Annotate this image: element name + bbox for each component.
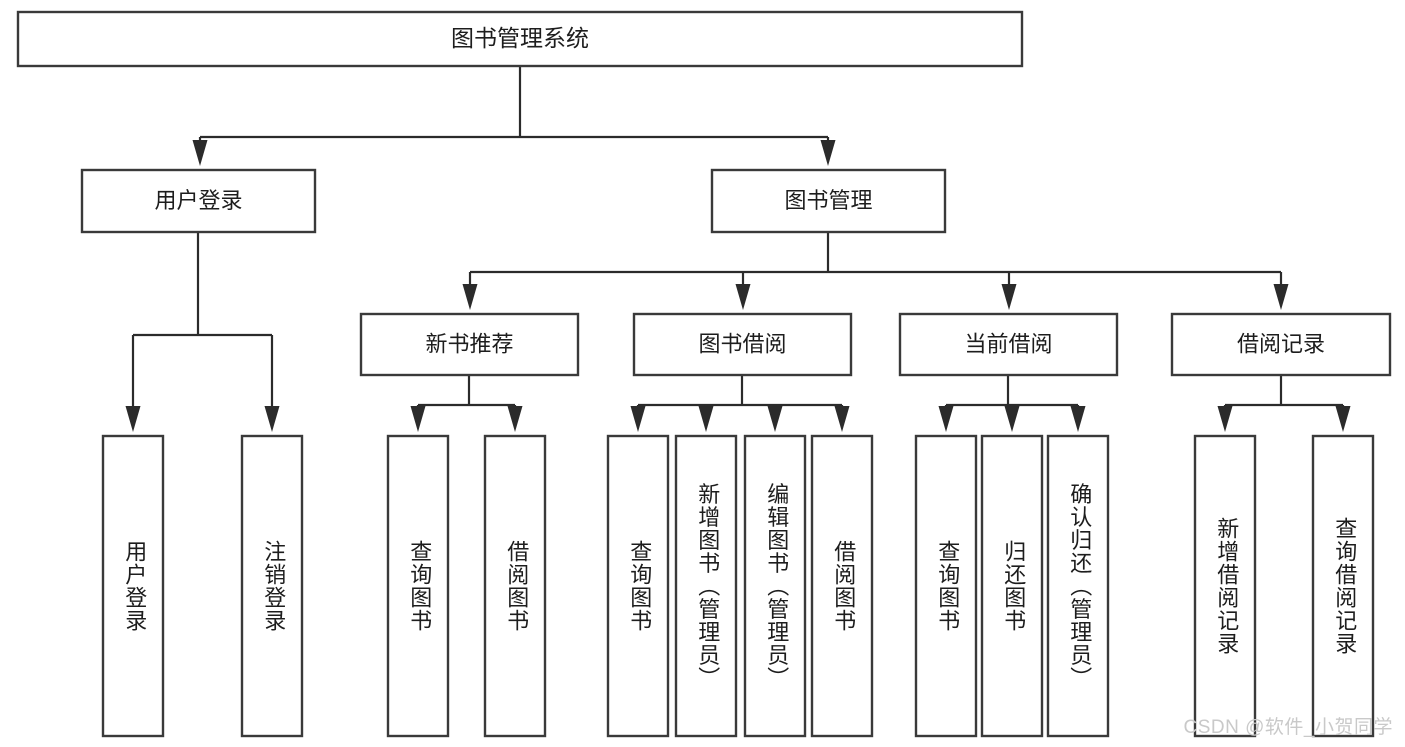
arrow-head-icon — [410, 406, 426, 432]
node-current-borrow-label: 当前借阅 — [964, 331, 1052, 356]
leaf-leaf-query-book-borrow-label: 查询图书 — [627, 540, 652, 632]
arrow-head-icon — [767, 406, 783, 432]
node-borrow-record-label: 借阅记录 — [1237, 331, 1325, 356]
arrow-head-icon — [1335, 406, 1351, 432]
leaf-leaf-query-book-current-box[interactable] — [914, 434, 978, 738]
leaf-leaf-query-book-rec-box[interactable] — [386, 434, 450, 738]
leaf-leaf-edit-book-admin[interactable]: 编辑图书（管理员） — [743, 434, 807, 738]
arrow-head-icon — [462, 284, 478, 310]
node-user-login-box[interactable] — [80, 168, 317, 234]
arrow-head-icon — [1273, 284, 1289, 310]
leaf-leaf-add-borrow-record[interactable]: 新增借阅记录 — [1193, 434, 1257, 738]
leaf-leaf-borrow-book-rec[interactable]: 借阅图书 — [483, 434, 547, 738]
node-book-borrow-box[interactable] — [632, 312, 853, 377]
arrow-head-icon — [735, 284, 751, 310]
leaf-leaf-borrow-book-rec-box[interactable] — [483, 434, 547, 738]
arrow-head-icon — [192, 140, 208, 166]
arrow-head-icon — [834, 406, 850, 432]
leaf-leaf-confirm-return-admin-label: 确认归还（管理员） — [1067, 483, 1092, 690]
leaf-leaf-add-borrow-record-box[interactable] — [1193, 434, 1257, 738]
leaf-leaf-query-book-borrow-box[interactable] — [606, 434, 670, 738]
arrow-head-icon — [507, 406, 523, 432]
leaf-leaf-add-book-admin-label: 新增图书（管理员） — [695, 483, 720, 690]
leaf-leaf-query-book-current-label: 查询图书 — [935, 540, 960, 632]
leaf-leaf-borrow-book-label: 借阅图书 — [831, 540, 856, 632]
leaf-leaf-query-book-borrow[interactable]: 查询图书 — [606, 434, 670, 738]
leaf-leaf-return-book-box[interactable] — [980, 434, 1044, 738]
connector-group-bus-book-borrow — [630, 375, 850, 432]
arrow-head-icon — [698, 406, 714, 432]
connectors-layer — [125, 66, 1351, 432]
leaf-leaf-return-book[interactable]: 归还图书 — [980, 434, 1044, 738]
node-book-borrow-label: 图书借阅 — [698, 331, 786, 356]
leaf-leaf-add-book-admin-box[interactable] — [674, 434, 738, 738]
node-new-book-recommend-box[interactable] — [359, 312, 580, 377]
arrow-head-icon — [1217, 406, 1233, 432]
connector-group-bus-user-login — [125, 232, 280, 432]
node-user-login-label: 用户登录 — [154, 188, 242, 213]
connector-group-bus-current-borrow — [938, 375, 1086, 432]
leaf-leaf-return-book-label: 归还图书 — [1001, 540, 1026, 632]
leaf-leaf-confirm-return-admin-box[interactable] — [1046, 434, 1110, 738]
leaf-leaf-user-login-box[interactable] — [101, 434, 165, 738]
leaf-leaf-add-book-admin[interactable]: 新增图书（管理员） — [674, 434, 738, 738]
leaf-leaf-query-borrow-record-box[interactable] — [1311, 434, 1375, 738]
node-book-borrow[interactable]: 图书借阅 — [632, 312, 853, 377]
arrow-head-icon — [1070, 406, 1086, 432]
arrow-head-icon — [938, 406, 954, 432]
connector-group-bus-borrow-record — [1217, 375, 1351, 432]
node-current-borrow[interactable]: 当前借阅 — [898, 312, 1119, 377]
arrow-head-icon — [1004, 406, 1020, 432]
leaf-leaf-user-login-label: 用户登录 — [122, 540, 147, 632]
leaf-leaf-query-book-rec-label: 查询图书 — [407, 540, 432, 632]
leaf-leaf-logout-login-label: 注销登录 — [261, 540, 286, 632]
node-borrow-record-box[interactable] — [1170, 312, 1392, 377]
nodes-layer: 图书管理系统用户登录图书管理新书推荐图书借阅当前借阅借阅记录用户登录注销登录查询… — [16, 10, 1392, 738]
leaf-leaf-borrow-book-box[interactable] — [810, 434, 874, 738]
arrow-head-icon — [264, 406, 280, 432]
leaf-leaf-borrow-book-rec-label: 借阅图书 — [504, 540, 529, 632]
node-current-borrow-box[interactable] — [898, 312, 1119, 377]
node-book-manage[interactable]: 图书管理 — [710, 168, 947, 234]
node-book-manage-label: 图书管理 — [784, 188, 872, 213]
leaf-leaf-edit-book-admin-box[interactable] — [743, 434, 807, 738]
node-user-login[interactable]: 用户登录 — [80, 168, 317, 234]
node-root-label: 图书管理系统 — [451, 25, 589, 51]
leaf-leaf-logout-login-box[interactable] — [240, 434, 304, 738]
node-new-book-recommend-label: 新书推荐 — [425, 331, 513, 356]
watermark-label: CSDN @软件_小贺同学 — [1183, 717, 1393, 738]
connector-group-bus-new-book-recommend — [410, 375, 523, 432]
arrow-head-icon — [125, 406, 141, 432]
node-new-book-recommend[interactable]: 新书推荐 — [359, 312, 580, 377]
leaf-leaf-logout-login[interactable]: 注销登录 — [240, 434, 304, 738]
leaf-leaf-edit-book-admin-label: 编辑图书（管理员） — [764, 483, 789, 690]
leaf-leaf-confirm-return-admin[interactable]: 确认归还（管理员） — [1046, 434, 1110, 738]
leaf-leaf-borrow-book[interactable]: 借阅图书 — [810, 434, 874, 738]
leaf-leaf-query-borrow-record-label: 查询借阅记录 — [1332, 517, 1357, 655]
connector-group-bus-book-manage — [462, 232, 1289, 310]
leaf-leaf-add-borrow-record-label: 新增借阅记录 — [1214, 517, 1239, 655]
arrow-head-icon — [1001, 284, 1017, 310]
connector-group-bus-root — [192, 66, 836, 166]
leaf-leaf-query-book-rec[interactable]: 查询图书 — [386, 434, 450, 738]
leaf-leaf-query-borrow-record[interactable]: 查询借阅记录 — [1311, 434, 1375, 738]
node-root[interactable]: 图书管理系统 — [16, 10, 1024, 68]
node-root-box[interactable] — [16, 10, 1024, 68]
arrow-head-icon — [820, 140, 836, 166]
node-borrow-record[interactable]: 借阅记录 — [1170, 312, 1392, 377]
node-book-manage-box[interactable] — [710, 168, 947, 234]
leaf-leaf-user-login[interactable]: 用户登录 — [101, 434, 165, 738]
arrow-head-icon — [630, 406, 646, 432]
leaf-leaf-query-book-current[interactable]: 查询图书 — [914, 434, 978, 738]
